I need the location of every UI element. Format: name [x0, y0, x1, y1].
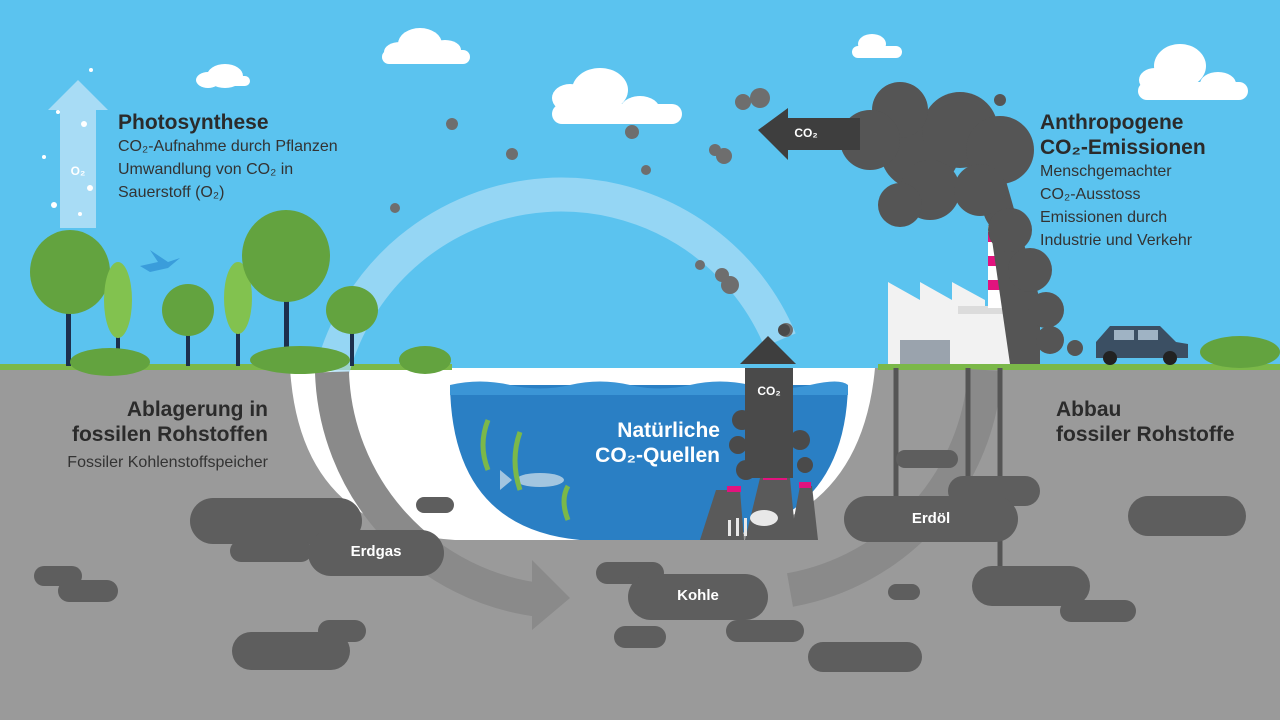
car — [1096, 326, 1188, 365]
cycle-arrow-head — [532, 560, 570, 630]
cloud — [196, 64, 250, 88]
o2-arrow-label: O₂ — [70, 164, 86, 178]
clouds — [196, 28, 1248, 124]
photosynthese-title: Photosynthese — [118, 111, 269, 134]
anthropogen-line2: CO₂-Ausstoss — [1040, 186, 1141, 203]
fossil-skeleton — [728, 510, 778, 536]
cycle-ring-ground-left — [315, 371, 543, 617]
natural-smoke — [729, 324, 813, 480]
photosynthese-line2: Umwandlung von CO₂ in — [118, 161, 294, 178]
photosynthese-line3: Sauerstoff (O₂) — [118, 184, 225, 201]
deposit-erdoel-label: Erdöl — [911, 510, 951, 527]
bush — [1200, 336, 1280, 368]
cloud — [552, 68, 682, 124]
seaweed — [480, 419, 571, 521]
co2-particles — [390, 88, 793, 337]
anthropogen-line1: Menschgemachter — [1040, 163, 1172, 180]
anthropogen-line4: Industrie und Verkehr — [1040, 232, 1193, 249]
anthropogen-title1: Anthropogene — [1040, 111, 1184, 134]
o2-bubbles — [42, 68, 93, 216]
co2-arrow-natural — [740, 336, 796, 364]
cloud — [382, 28, 470, 64]
bird — [140, 250, 180, 272]
natuerlich-title2: CO₂-Quellen — [595, 444, 720, 467]
cloud — [852, 34, 902, 58]
ablagerung-title1: Ablagerung in — [126, 398, 268, 421]
cloud — [1138, 44, 1248, 100]
cycle-ring-sky — [315, 177, 796, 377]
grass-left — [0, 364, 452, 370]
deposit-kohle-label: Kohle — [677, 587, 719, 604]
abbau-title2: fossiler Rohstoffe — [1056, 423, 1235, 446]
natuerlich-title1: Natürliche — [617, 419, 720, 442]
fossil-deposits — [34, 450, 1246, 672]
ablagerung-line1: Fossiler Kohlenstoffspeicher — [67, 454, 268, 471]
abbau-title1: Abbau — [1056, 398, 1122, 421]
ablagerung-title2: fossilen Rohstoffen — [71, 423, 268, 446]
trees — [30, 210, 451, 376]
photosynthese-line1: CO₂-Aufnahme durch Pflanzen — [118, 138, 338, 155]
anthropogen-line3: Emissionen durch — [1040, 209, 1168, 226]
anthropogen-title2: CO₂-Emissionen — [1040, 136, 1206, 159]
co2-arrow-anthropogenic-label: CO₂ — [794, 126, 818, 140]
co2-arrow-natural-label: CO₂ — [757, 384, 781, 398]
anthropogenic-smoke — [840, 82, 1083, 364]
fish — [500, 470, 564, 490]
deposit-erdgas-label: Erdgas — [350, 543, 402, 560]
grass-right — [878, 364, 1280, 370]
o2-arrow — [48, 80, 108, 228]
co2-arrow-anthropogenic — [758, 108, 860, 160]
